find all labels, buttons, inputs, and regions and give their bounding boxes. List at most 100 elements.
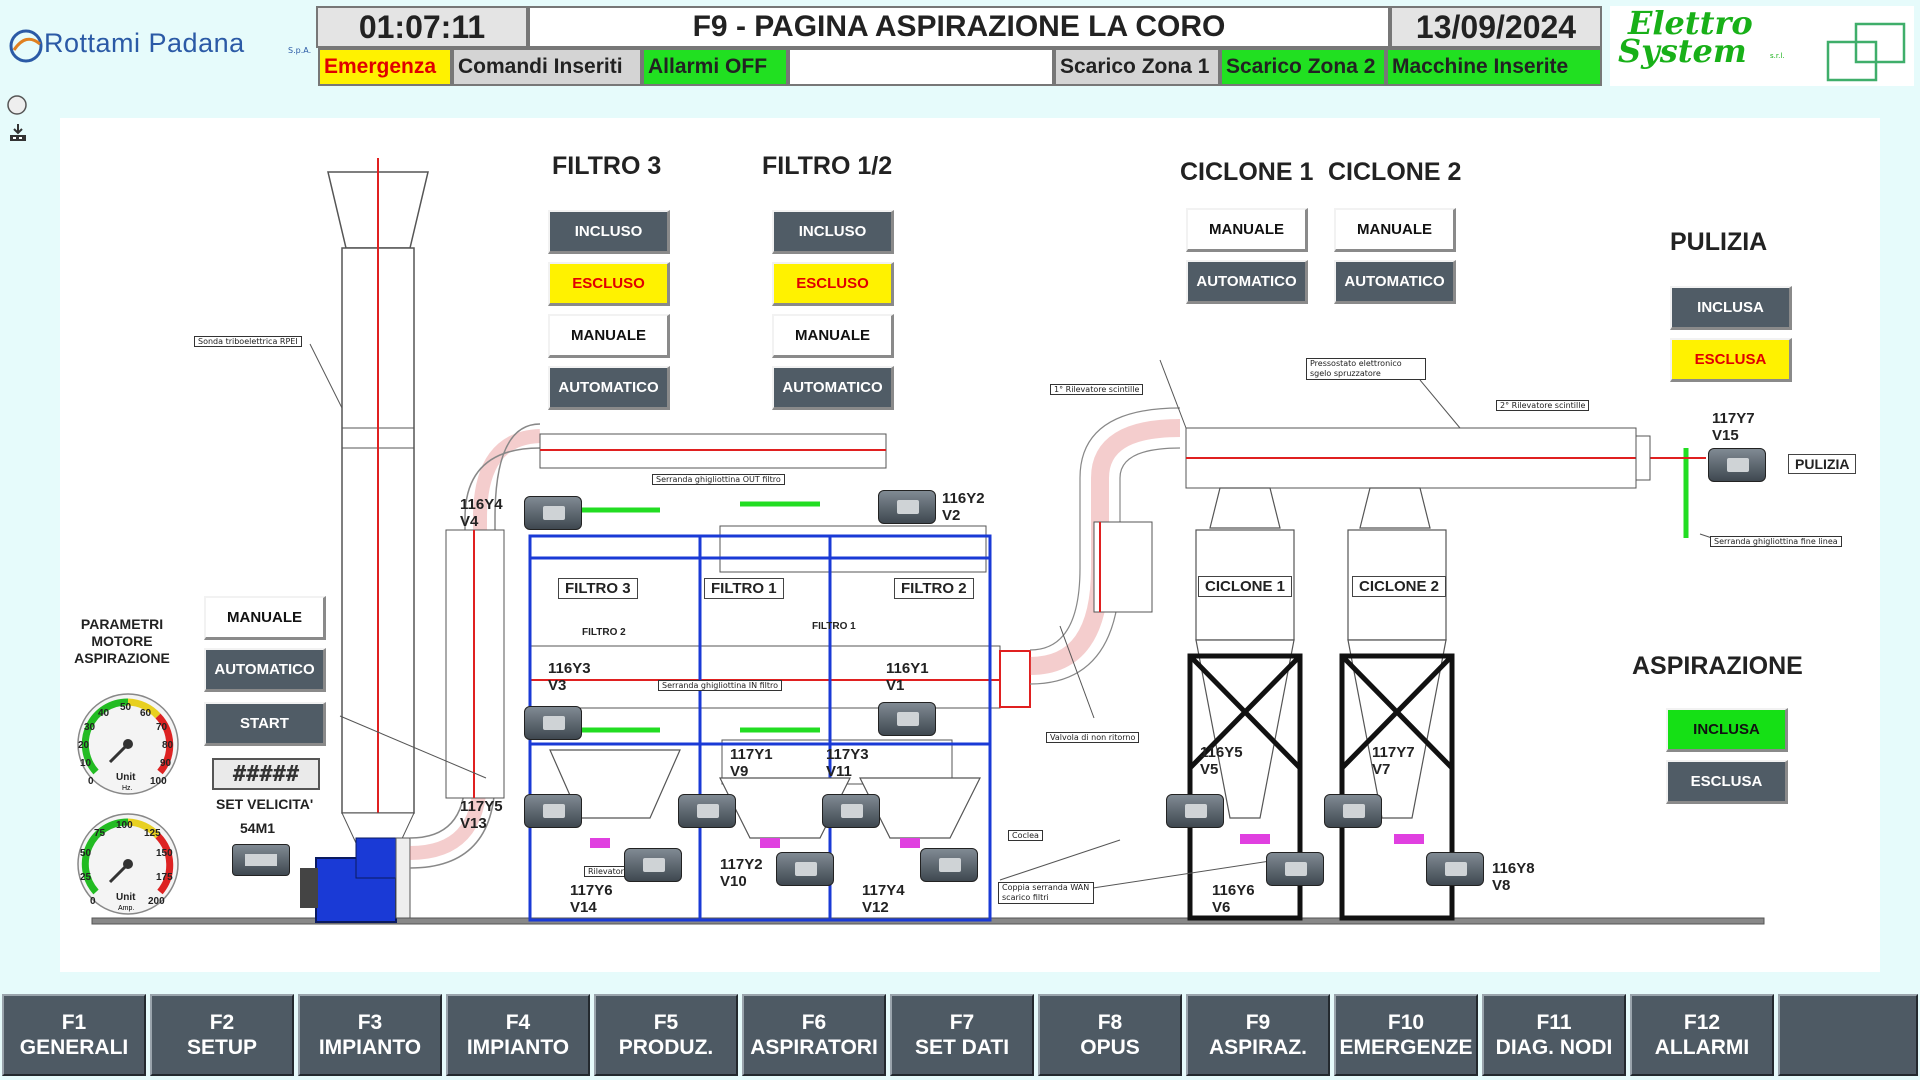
ciclone2-manuale-button[interactable]: MANUALE xyxy=(1334,208,1456,252)
gauge-amp-tick-75: 75 xyxy=(94,828,106,839)
brand-squares-icon xyxy=(1826,22,1906,82)
brand-logo-line1: Elettro xyxy=(1628,4,1753,42)
aspirazione-esclusa-button[interactable]: ESCLUSA xyxy=(1666,760,1788,804)
valve-v9[interactable] xyxy=(678,794,736,828)
company-logo: Rottami Padana S.p.A. xyxy=(6,26,316,66)
status-comandi-inseriti: Comandi Inseriti xyxy=(452,48,642,86)
valve-v2[interactable] xyxy=(878,490,936,524)
filtro2-box-label: FILTRO 2 xyxy=(894,578,974,599)
motor-manuale-button[interactable]: MANUALE xyxy=(204,596,326,640)
fkey-blank[interactable] xyxy=(1778,994,1918,1076)
ciclone1-title: CICLONE 1 xyxy=(1180,158,1314,186)
clock-display: 01:07:11 xyxy=(316,6,528,48)
status-scarico-zona-1: Scarico Zona 1 xyxy=(1054,48,1220,86)
filtro3-box-label: FILTRO 3 xyxy=(558,578,638,599)
gauge-amp-tick-175: 175 xyxy=(156,872,173,883)
filtro3-automatico-button[interactable]: AUTOMATICO xyxy=(548,366,670,410)
motor-start-button[interactable]: START xyxy=(204,702,326,746)
ciclone2-title: CICLONE 2 xyxy=(1328,158,1462,186)
tag-serranda-out: Serranda ghigliottina OUT filtro xyxy=(652,474,785,485)
gauge-amp-tick-0: 0 xyxy=(90,896,96,907)
valve-v5[interactable] xyxy=(1166,794,1224,828)
filtro3-escluso-button[interactable]: ESCLUSO xyxy=(548,262,670,306)
valve-v11[interactable] xyxy=(822,794,880,828)
circle-indicator-icon[interactable] xyxy=(6,94,28,116)
gauge-hz-unit: Unit xyxy=(116,772,136,783)
date-display: 13/09/2024 xyxy=(1390,6,1602,48)
valve-v6[interactable] xyxy=(1266,852,1324,886)
filtro1-box-label: FILTRO 1 xyxy=(704,578,784,599)
motor-id-label: 54M1 xyxy=(240,820,276,836)
status-emergenza: Emergenza xyxy=(318,48,452,86)
filtro3-manuale-button[interactable]: MANUALE xyxy=(548,314,670,358)
valve-v12[interactable] xyxy=(920,848,978,882)
speed-input[interactable]: ##### xyxy=(212,758,320,790)
brand-logo: Elettro System s.r.l. xyxy=(1610,6,1914,86)
valve-v8[interactable] xyxy=(1426,852,1484,886)
filtro12-automatico-button[interactable]: AUTOMATICO xyxy=(772,366,894,410)
valve-v4[interactable] xyxy=(524,496,582,530)
ciclone2-box-label: CICLONE 2 xyxy=(1352,576,1447,597)
valve-v1[interactable] xyxy=(878,702,936,736)
valve-v15[interactable] xyxy=(1708,448,1766,482)
tag-serranda-in: Serranda ghigliottina IN filtro xyxy=(658,680,783,691)
ciclone1-manuale-button[interactable]: MANUALE xyxy=(1186,208,1308,252)
filtro2-inner-label: FILTRO 2 xyxy=(582,627,626,638)
company-logo-icon xyxy=(9,29,43,63)
pulizia-title: PULIZIA xyxy=(1670,228,1768,256)
filtro12-escluso-button[interactable]: ESCLUSO xyxy=(772,262,894,306)
gauge-hz-tick-20: 20 xyxy=(78,740,90,751)
filtro12-manuale-button[interactable]: MANUALE xyxy=(772,314,894,358)
set-speed-label: SET VELICITA' xyxy=(216,796,314,812)
gauge-amp-sub: Amp. xyxy=(118,905,134,912)
valve-v14[interactable] xyxy=(624,848,682,882)
pulizia-esclusa-button[interactable]: ESCLUSA xyxy=(1670,338,1792,382)
tag-rilevatore1: 1° Rilevatore scintille xyxy=(1050,384,1144,395)
plant-schematic xyxy=(91,158,1765,925)
status-allarmi: Allarmi OFF xyxy=(642,48,788,86)
ciclone2-automatico-button[interactable]: AUTOMATICO xyxy=(1334,260,1456,304)
ciclone1-automatico-button[interactable]: AUTOMATICO xyxy=(1186,260,1308,304)
valve-v3[interactable] xyxy=(524,706,582,740)
gauge-hz-tick-90: 90 xyxy=(160,758,172,769)
gauge-amp-tick-200: 200 xyxy=(148,896,165,907)
pulizia-inclusa-button[interactable]: INCLUSA xyxy=(1670,286,1792,330)
gauge-hz-tick-100: 100 xyxy=(150,776,167,787)
valve-v13[interactable] xyxy=(524,794,582,828)
filtro1-inner-label: FILTRO 1 xyxy=(812,621,856,632)
filtro12-title: FILTRO 1/2 xyxy=(762,152,893,180)
gauge-amp-tick-50: 50 xyxy=(80,848,92,859)
brand-logo-suffix: s.r.l. xyxy=(1770,52,1785,60)
motor-icon[interactable] xyxy=(232,844,290,876)
motor-automatico-button[interactable]: AUTOMATICO xyxy=(204,648,326,692)
valve-v7[interactable] xyxy=(1324,794,1382,828)
gauge-hz-tick-70: 70 xyxy=(156,722,168,733)
download-icon[interactable] xyxy=(8,122,28,142)
filtro12-incluso-button[interactable]: INCLUSO xyxy=(772,210,894,254)
filtro3-incluso-button[interactable]: INCLUSO xyxy=(548,210,670,254)
pulizia-label: PULIZIA xyxy=(1788,454,1857,474)
valve-v10[interactable] xyxy=(776,852,834,886)
status-blank xyxy=(788,48,1054,86)
aspirazione-inclusa-button[interactable]: INCLUSA xyxy=(1666,708,1788,752)
tag-coppia: Coppia serranda WAN scarico filtri xyxy=(998,882,1094,904)
gauge-hz-tick-0: 0 xyxy=(88,776,94,787)
tag-coclea: Coclea xyxy=(1008,830,1043,841)
